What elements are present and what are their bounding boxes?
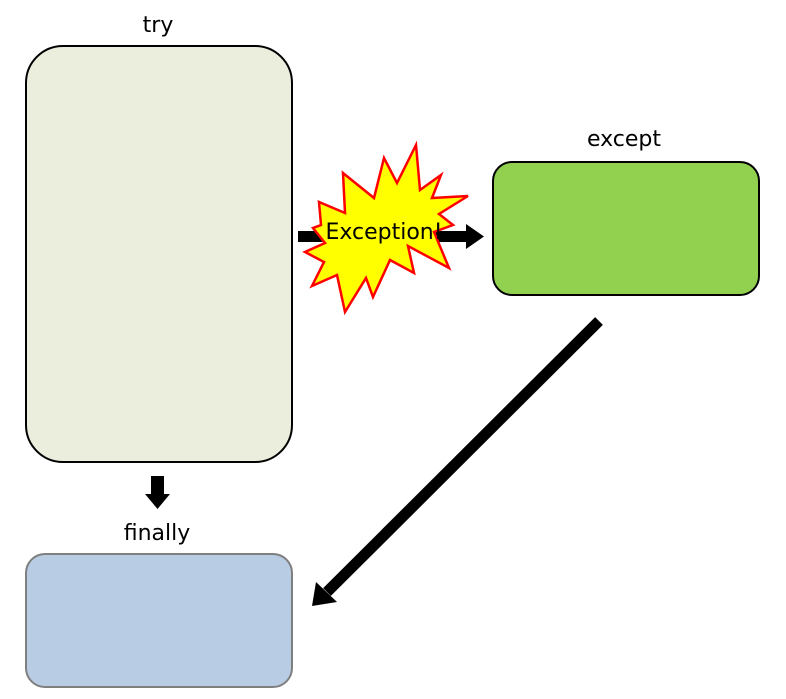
try-to-finally-arrow [145,476,170,509]
finally-block [25,553,293,688]
exception-burst-label: Exception! [325,220,443,245]
exception-burst-shape [302,140,469,316]
except-to-finally-arrow [312,317,603,606]
finally-label: finally [123,521,191,546]
except-block [492,161,760,296]
try-label: try [142,13,174,38]
except-label: except [586,127,662,152]
try-block [25,45,293,463]
